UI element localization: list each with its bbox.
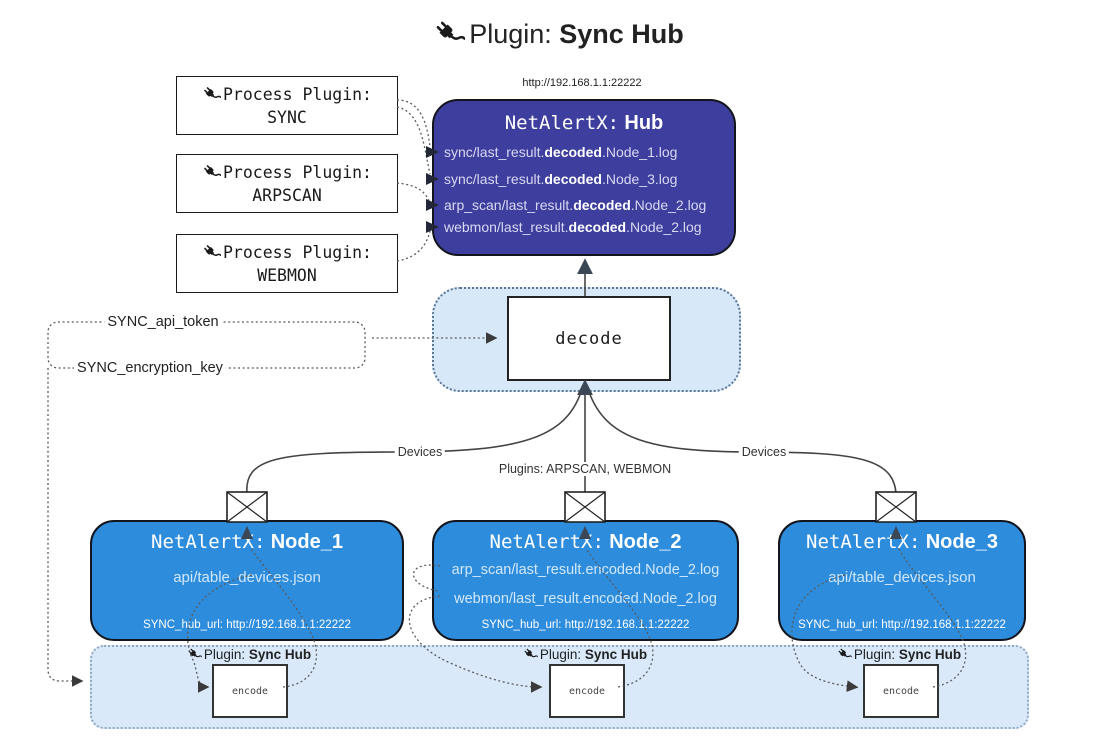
process-to-hub-links [396,99,431,262]
encode-box: encode [212,664,288,718]
node-file: arp_scan/last_result.encoded.Node_2.log [451,562,720,578]
log-pre: sync/last_result. [444,171,545,187]
hub-log-line: sync/last_result.decoded.Node_1.log [444,144,730,160]
log-bold: decoded [544,144,602,160]
process-plugin-name: SYNC [267,107,307,127]
encoder-bold: Sync Hub [584,647,648,662]
decode-box: decode [507,296,671,381]
node-title-prefix: NetAlertX: [806,531,921,553]
hub-title: NetAlertX: Hub [434,112,734,135]
node3-to-decode-curve [588,391,897,495]
node-title: NetAlertX: Node_3 [780,531,1024,554]
node-title-prefix: NetAlertX: [489,531,604,553]
title-prefix: Plugin: [469,19,552,49]
plug-icon [202,85,221,104]
encoder-prefix: Plugin: [539,647,582,662]
encoder-plugin-label: Plugin: Sync Hub [837,647,961,662]
process-plugin-arpscan-box: Process Plugin: ARPSCAN [176,154,398,213]
edge-label-devices-left: Devices [394,445,446,459]
log-pre: webmon/last_result. [444,219,569,235]
plug-icon [187,647,202,662]
edge-label-devices-right: Devices [738,445,790,459]
node-title-prefix: NetAlertX: [151,531,266,553]
log-post: .Node_3.log [601,171,678,187]
node-1-box: NetAlertX: Node_1 api/table_devices.json… [90,520,404,641]
node-hub-url: SYNC_hub_url: http://192.168.1.1:22222 [481,619,690,631]
node-hub-url: SYNC_hub_url: http://192.168.1.1:22222 [143,619,351,631]
node-title-bold: Node_2 [609,531,682,553]
hub-title-prefix: NetAlertX: [504,112,620,134]
node-title-bold: Node_3 [925,531,998,553]
node-hub-url: SYNC_hub_url: http://192.168.1.1:22222 [798,619,1006,631]
plug-icon [837,647,852,662]
envelope-icon [564,491,606,523]
edge-label-plugins: Plugins: ARPSCAN, WEBMON [495,462,675,476]
process-plugin-webmon-box: Process Plugin: WEBMON [176,234,398,293]
log-pre: arp_scan/last_result. [444,197,574,213]
encoder-plugin-label: Plugin: Sync Hub [187,647,311,662]
encoder-prefix: Plugin: [853,647,896,662]
encoder-prefix: Plugin: [203,647,246,662]
process-plugin-label: Process Plugin: [222,84,372,104]
page-title: Plugin: Sync Hub [0,18,1117,50]
encode-band: Plugin: Sync Hub encode Plugin: Sync Hub… [90,645,1029,729]
node-file: api/table_devices.json [173,569,321,586]
plug-icon [202,163,221,182]
log-bold: decoded [544,171,602,187]
encoder-bold: Sync Hub [248,647,312,662]
log-post: .Node_1.log [601,144,678,160]
node-file: webmon/last_result.encoded.Node_2.log [454,591,717,607]
process-plugin-label: Process Plugin: [222,162,372,182]
hub-url: http://192.168.1.1:22222 [522,77,642,89]
sync-encryption-key-label: SYNC_encryption_key [74,360,226,376]
plug-icon [202,243,221,262]
process-plugin-name: WEBMON [257,265,317,285]
settings-to-encode-band-arrow [47,368,84,687]
node-2-box: NetAlertX: Node_2 arp_scan/last_result.e… [432,520,739,641]
plug-icon [523,647,538,662]
log-post: .Node_2.log [630,197,707,213]
node-file: api/table_devices.json [828,569,976,586]
title-bold: Sync Hub [559,19,684,49]
encoder-plugin-label: Plugin: Sync Hub [523,647,647,662]
process-plugin-name: ARPSCAN [252,185,322,205]
log-pre: sync/last_result. [444,144,545,160]
log-post: .Node_2.log [626,219,702,235]
node-title: NetAlertX: Node_2 [434,531,737,554]
process-plugin-sync-box: Process Plugin: SYNC [176,76,398,135]
envelope-icon [875,491,917,523]
hub-title-bold: Hub [624,112,664,134]
hub-box: NetAlertX: Hub sync/last_result.decoded.… [432,99,736,256]
node-title-bold: Node_1 [270,531,343,553]
log-bold: decoded [568,219,627,235]
process-plugin-label: Process Plugin: [222,242,372,262]
node-3-box: NetAlertX: Node_3 api/table_devices.json… [778,520,1026,641]
encode-box: encode [549,664,625,718]
plug-icon [433,18,465,50]
encoder-bold: Sync Hub [898,647,962,662]
sync-api-token-label: SYNC_api_token [104,314,222,330]
encode-box: encode [863,664,939,718]
hub-log-line: webmon/last_result.decoded.Node_2.log [444,219,730,235]
node1-to-decode-curve [246,391,582,495]
node-title: NetAlertX: Node_1 [92,531,402,554]
hub-log-line: sync/last_result.decoded.Node_3.log [444,171,730,187]
log-bold: decoded [573,197,631,213]
envelope-icon [226,491,268,523]
hub-log-line: arp_scan/last_result.decoded.Node_2.log [444,197,730,213]
